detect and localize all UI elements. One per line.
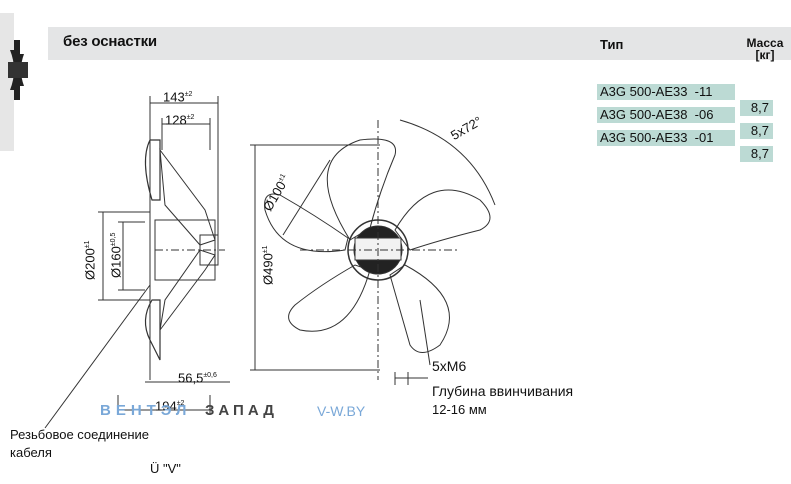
section-title: без оснастки bbox=[63, 33, 157, 50]
dim-143: 143±2 bbox=[163, 89, 193, 105]
view-label: Ü "V" bbox=[150, 461, 181, 476]
dim-194: 194±2 bbox=[155, 398, 185, 414]
dim-200: Ø200±1 bbox=[82, 240, 98, 280]
dim-128: 128±2 bbox=[165, 112, 195, 128]
depth-label-2: 12-16 мм bbox=[432, 402, 487, 417]
watermark-url: V-W.BY bbox=[317, 403, 366, 419]
column-header-mass: Масса [кг] bbox=[739, 37, 791, 61]
column-header-type: Тип bbox=[600, 37, 624, 52]
row-mass: 8,7 bbox=[740, 123, 773, 139]
mass-unit: [кг] bbox=[755, 48, 775, 62]
cable-label-1: Резьбовое соединение bbox=[10, 427, 150, 442]
dim-490: Ø490±1 bbox=[260, 245, 276, 285]
table-row: A3G 500-AE33 -01 8,7 bbox=[597, 114, 777, 162]
row-mass: 8,7 bbox=[740, 146, 773, 162]
dim-160: Ø160±0,5 bbox=[108, 232, 124, 278]
row-type: A3G 500-AE33 -01 bbox=[597, 130, 735, 146]
row-type: A3G 500-AE33 -11 bbox=[597, 84, 735, 100]
header-bar bbox=[48, 27, 791, 60]
row-type: A3G 500-AE38 -06 bbox=[597, 107, 735, 123]
table-row: A3G 500-AE38 -06 8,7 bbox=[597, 91, 777, 139]
thread-label: 5xM6 bbox=[432, 358, 467, 374]
fan-side-icon bbox=[8, 40, 28, 100]
mass-label: Масса bbox=[746, 36, 784, 50]
row-mass: 8,7 bbox=[740, 100, 773, 116]
watermark-left: ВЕНТЭЛ bbox=[100, 402, 192, 419]
depth-label-1: Глубина ввинчивания bbox=[432, 383, 574, 399]
table-row: A3G 500-AE33 -11 8,7 bbox=[597, 68, 777, 116]
watermark-mid: ЗАПАД bbox=[205, 402, 278, 419]
cable-label-2: кабеля bbox=[10, 445, 52, 460]
side-strip bbox=[0, 13, 14, 151]
dim-56-5: 56,5±0,6 bbox=[178, 370, 217, 386]
